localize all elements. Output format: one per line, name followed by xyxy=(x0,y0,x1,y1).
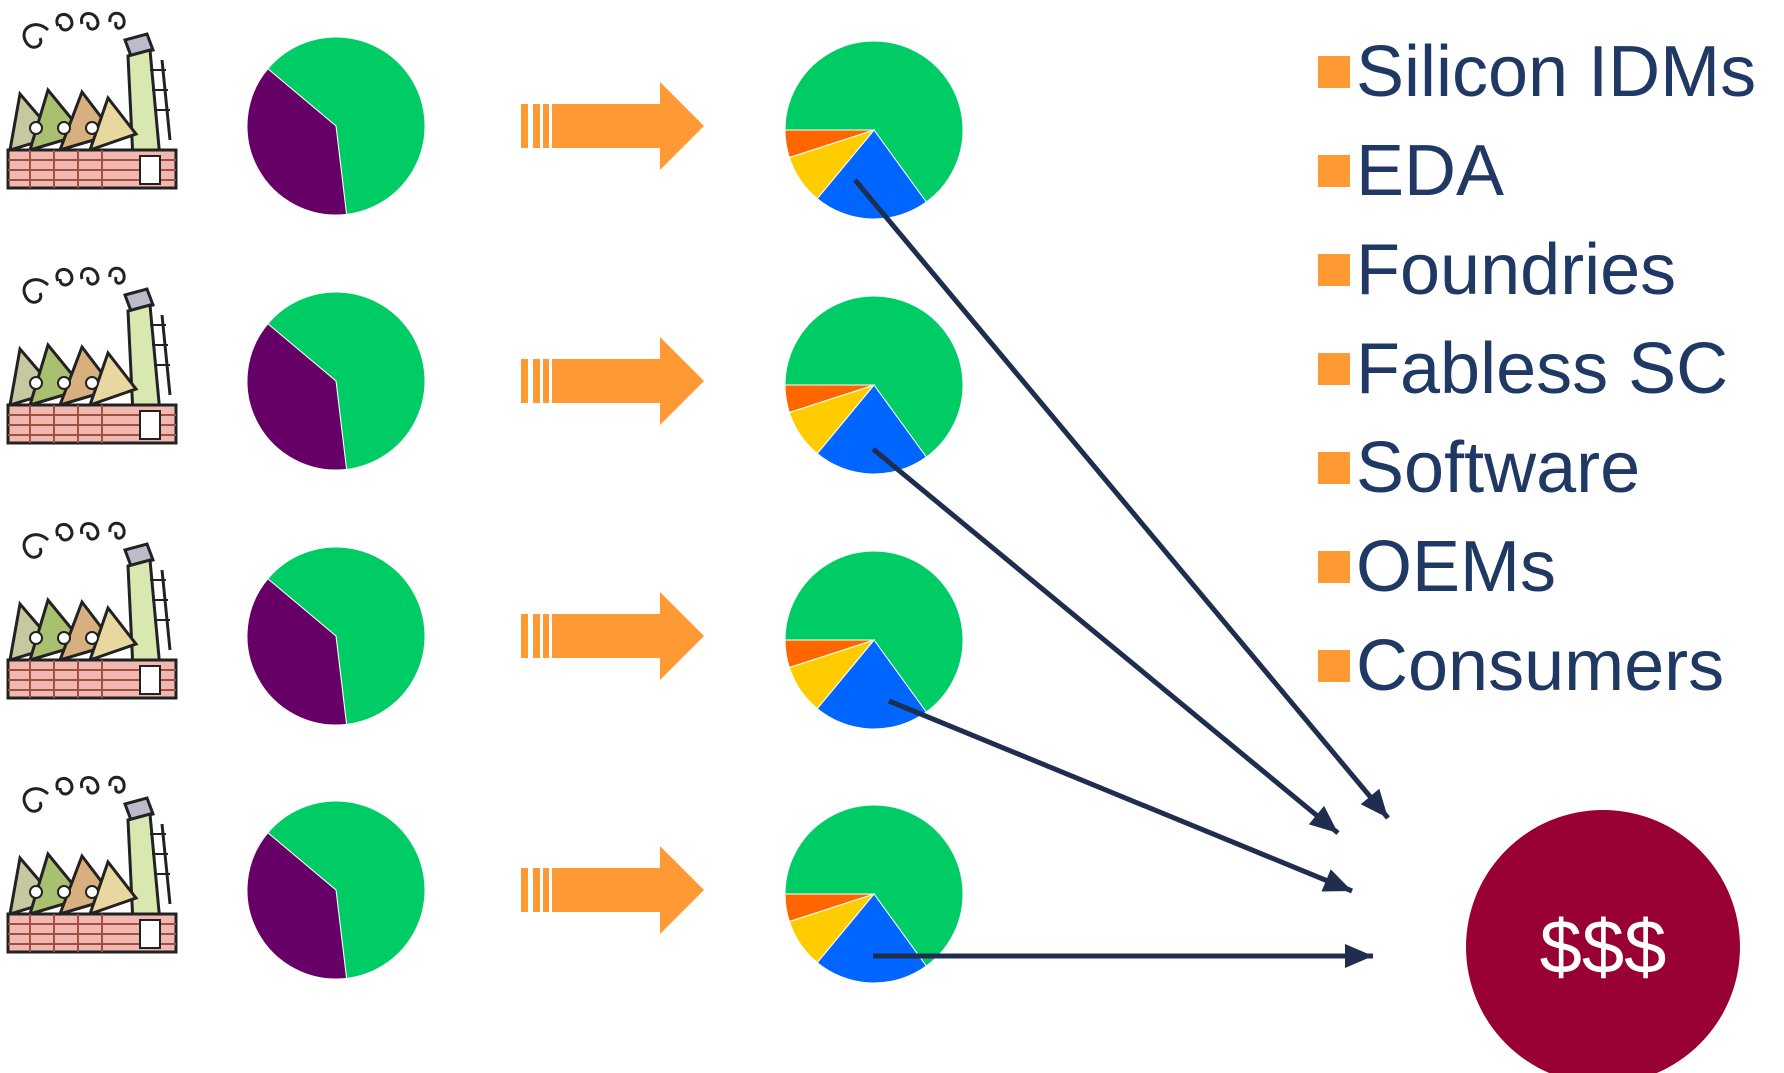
factory-icon xyxy=(6,775,178,954)
arrow-tail-bar xyxy=(543,868,549,912)
pie-slice-green xyxy=(784,40,964,203)
arrow-body xyxy=(552,592,704,680)
pie-column-after xyxy=(784,40,964,984)
factory-icon xyxy=(6,11,178,190)
flow-arrow xyxy=(853,178,1390,820)
flow-arrow-line xyxy=(853,178,1390,820)
legend: Silicon IDMs EDA Foundries Fabless SC So… xyxy=(1318,22,1756,715)
pie-slice-purple xyxy=(246,68,348,216)
legend-swatch xyxy=(1318,550,1350,583)
legend-swatch xyxy=(1318,253,1350,286)
arrow-tail-bar xyxy=(533,614,540,658)
legend-swatch xyxy=(1318,55,1350,88)
pie-slice-blue xyxy=(816,129,928,220)
pie-slice-green xyxy=(267,546,426,725)
factory-icon xyxy=(6,266,178,445)
pie-slice-blue xyxy=(816,893,928,984)
flow-arrow-head xyxy=(1321,869,1352,892)
legend-swatch xyxy=(1318,352,1350,385)
pie-before xyxy=(246,291,426,471)
flow-arrow-line xyxy=(871,447,1340,835)
arrow-tail-bar xyxy=(533,868,540,912)
money-label: $$$ xyxy=(1540,905,1667,990)
legend-swatch xyxy=(1318,451,1350,484)
legend-item-foundries: Foundries xyxy=(1318,220,1756,319)
factory-icon xyxy=(6,521,178,700)
transform-arrow xyxy=(521,592,704,680)
flow-arrow xyxy=(871,447,1340,835)
pie-slice-orange xyxy=(784,893,875,923)
money-circle xyxy=(1466,810,1740,1073)
arrow-tail-bar xyxy=(543,104,549,148)
legend-label: OEMs xyxy=(1356,526,1557,607)
legend-label: Fabless SC xyxy=(1356,328,1729,409)
legend-label: Software xyxy=(1356,427,1641,508)
pie-slice-orange xyxy=(784,639,875,669)
revenue-flow-arrows xyxy=(853,178,1390,968)
legend-item-eda: EDA xyxy=(1318,121,1756,220)
pie-slice-purple xyxy=(246,832,348,980)
pie-after xyxy=(784,295,964,475)
flow-arrow-head xyxy=(1360,788,1388,818)
legend-label: EDA xyxy=(1356,130,1505,211)
arrow-tail-bar xyxy=(521,868,528,912)
legend-item-software: Software xyxy=(1318,418,1756,517)
flow-arrow xyxy=(873,944,1373,968)
legend-swatch xyxy=(1318,154,1350,187)
pie-slice-green xyxy=(784,804,964,967)
pie-before xyxy=(246,800,426,980)
transform-arrow xyxy=(521,846,704,934)
pie-before xyxy=(246,546,426,726)
legend-item-silicon-idms: Silicon IDMs xyxy=(1318,22,1756,121)
pie-after xyxy=(784,550,964,730)
legend-label: Foundries xyxy=(1356,229,1677,310)
pie-slice-green xyxy=(267,291,426,470)
pie-slice-purple xyxy=(246,578,348,726)
money-node: $$$ xyxy=(1466,810,1740,1073)
pie-slice-green xyxy=(784,295,964,458)
transform-arrow xyxy=(521,82,704,170)
pie-column-before xyxy=(246,36,426,980)
legend-swatch xyxy=(1318,649,1350,682)
legend-item-oems: OEMs xyxy=(1318,517,1756,616)
arrow-tail-bar xyxy=(543,614,549,658)
transform-arrow-column xyxy=(521,82,704,934)
legend-item-consumers: Consumers xyxy=(1318,616,1756,715)
flow-arrow xyxy=(888,698,1353,894)
arrow-tail-bar xyxy=(533,104,540,148)
arrow-body xyxy=(552,846,704,934)
pie-slice-green xyxy=(267,800,426,979)
flow-arrow-line xyxy=(888,698,1353,894)
arrow-tail-bar xyxy=(521,104,528,148)
arrow-body xyxy=(552,82,704,170)
pie-before xyxy=(246,36,426,216)
pie-slice-green xyxy=(267,36,426,215)
factory-column xyxy=(6,11,178,954)
pie-slice-orange xyxy=(784,384,875,414)
legend-item-fabless-sc: Fabless SC xyxy=(1318,319,1756,418)
pie-after xyxy=(784,804,964,984)
arrow-tail-bar xyxy=(521,614,528,658)
arrow-tail-bar xyxy=(533,359,540,403)
arrow-tail-bar xyxy=(521,359,528,403)
legend-label: Consumers xyxy=(1356,625,1725,706)
pie-slice-green xyxy=(784,550,964,713)
legend-label: Silicon IDMs xyxy=(1356,31,1757,112)
flow-arrow-head xyxy=(1308,805,1338,833)
pie-after xyxy=(784,40,964,220)
flow-arrow-head xyxy=(1345,944,1373,968)
pie-slice-purple xyxy=(246,323,348,471)
arrow-body xyxy=(552,337,704,425)
transform-arrow xyxy=(521,337,704,425)
pie-slice-blue xyxy=(816,384,928,475)
arrow-tail-bar xyxy=(543,359,549,403)
pie-slice-orange xyxy=(784,129,875,159)
